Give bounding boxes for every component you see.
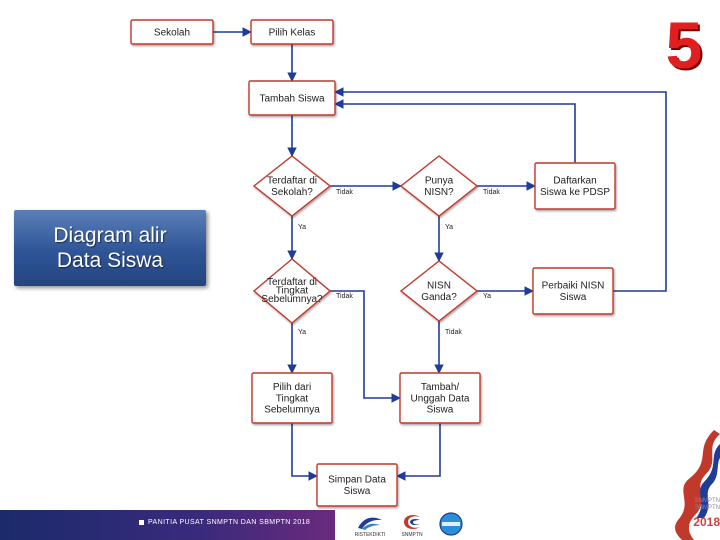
connector-label-terdaftar-tingkat-sebelumnya-to-tambah-unggah: Tidak [336,293,353,300]
node-sekolah: Sekolah [130,19,214,45]
process-box [250,19,334,45]
node-label-punya-nisn-1: NISN? [424,187,454,198]
decision-diamond [399,260,479,322]
node-label-terdaftar-di-sekolah-0: Terdaftar di [267,176,317,187]
event-year: 2018 [693,515,720,529]
connector-label-nisn-ganda-to-perbaiki-nisn: Ya [483,293,491,300]
node-label-pilih-kelas-0: Pilih Kelas [269,27,316,38]
process-box [130,19,214,45]
node-label-tambah-unggah-0: Tambah/ [421,382,460,393]
process-box [248,80,336,116]
node-label-perbaiki-nisn-0: Perbaiki NISN [542,281,605,292]
node-label-simpan-data-1: Siswa [344,486,371,497]
node-label-pilih-dari-tingkat-1: Tingkat [276,393,309,404]
event-wordmark: SNMPTN SBMPTN [680,498,720,512]
node-label-pilih-dari-tingkat-0: Pilih dari [273,382,311,393]
decision-diamond [399,155,479,217]
connector-label-nisn-ganda-to-tambah-unggah: Tidak [445,329,462,336]
node-label-terdaftar-tingkat-sebelumnya-2: Sebelumnya? [261,294,323,305]
process-box [532,267,614,315]
logo-caption-ristekdikti: RISTEKDIKTI [354,532,386,538]
logo-caption-snmptn: SNMPTN [401,532,423,538]
connector-tambah-unggah-to-simpan-data [396,423,441,481]
slide-title-line-1: Diagram alir [53,224,167,247]
process-box [399,372,481,424]
node-label-tambah-unggah-1: Unggah Data [411,393,470,404]
connector-terdaftar-tingkat-sebelumnya-to-tambah-unggah [330,290,401,403]
process-box [534,162,616,210]
node-label-nisn-ganda-1: Ganda? [421,292,457,303]
connector-label-punya-nisn-to-nisn-ganda: Ya [445,224,453,231]
footer-bar [0,510,335,540]
connector-label-terdaftar-tingkat-sebelumnya-to-pilih-dari-tingkat: Ya [298,329,306,336]
connector-perbaiki-nisn-to-tambah-siswa [334,87,667,292]
node-label-punya-nisn-0: Punya [425,176,454,187]
event-wordmark-sbmptn: SBMPTN [694,505,720,511]
event-ribbon-icon [675,430,720,540]
footer-bullet-icon [139,520,144,525]
node-label-daftarkan-siswa-1: Siswa ke PDSP [540,187,610,198]
node-label-pilih-dari-tingkat-2: Sebelumnya [264,405,320,416]
node-label-tambah-unggah-2: Siswa [427,405,454,416]
connectors [213,27,667,481]
slide-title-line-2: Data Siswa [56,249,164,272]
connector-pilih-dari-tingkat-to-simpan-data [291,423,318,481]
node-label-terdaftar-di-sekolah-1: Sekolah? [271,187,313,198]
footer-text: PANITIA PUSAT SNMPTN DAN SBMPTN 2018 [148,519,311,526]
node-label-simpan-data-0: Simpan Data [328,475,386,486]
sbmptn-logo-icon [439,512,463,536]
event-wordmark-snmptn: SNMPTN [694,498,720,504]
snmptn-logo-icon [404,514,420,530]
decision-diamond [252,155,332,217]
node-pilih-kelas: Pilih Kelas [250,19,334,45]
node-label-sekolah-0: Sekolah [154,27,190,38]
ristekdikti-logo-icon [358,517,382,530]
decision-diamond [252,258,332,324]
connector-label-terdaftar-di-sekolah-to-punya-nisn: Tidak [336,189,353,196]
process-box [251,372,333,424]
connector-daftarkan-siswa-to-tambah-siswa [334,99,576,163]
connector-label-terdaftar-di-sekolah-to-terdaftar-tingkat-sebelumnya: Ya [298,224,306,231]
node-tambah-siswa: Tambah Siswa [248,80,336,116]
slide-number: 5 [665,8,703,82]
node-label-nisn-ganda-0: NISN [427,281,451,292]
node-label-perbaiki-nisn-1: Siswa [560,292,587,303]
slide-title-box: Diagram alir Data Siswa [14,210,206,286]
node-label-terdaftar-tingkat-sebelumnya-1: Tingkat [276,285,309,296]
node-label-tambah-siswa-0: Tambah Siswa [259,93,324,104]
node-label-daftarkan-siswa-0: Daftarkan [553,176,596,187]
connector-label-punya-nisn-to-daftarkan-siswa: Tidak [483,189,500,196]
process-box [316,463,398,507]
node-label-terdaftar-tingkat-sebelumnya-0: Terdaftar di [267,277,317,288]
